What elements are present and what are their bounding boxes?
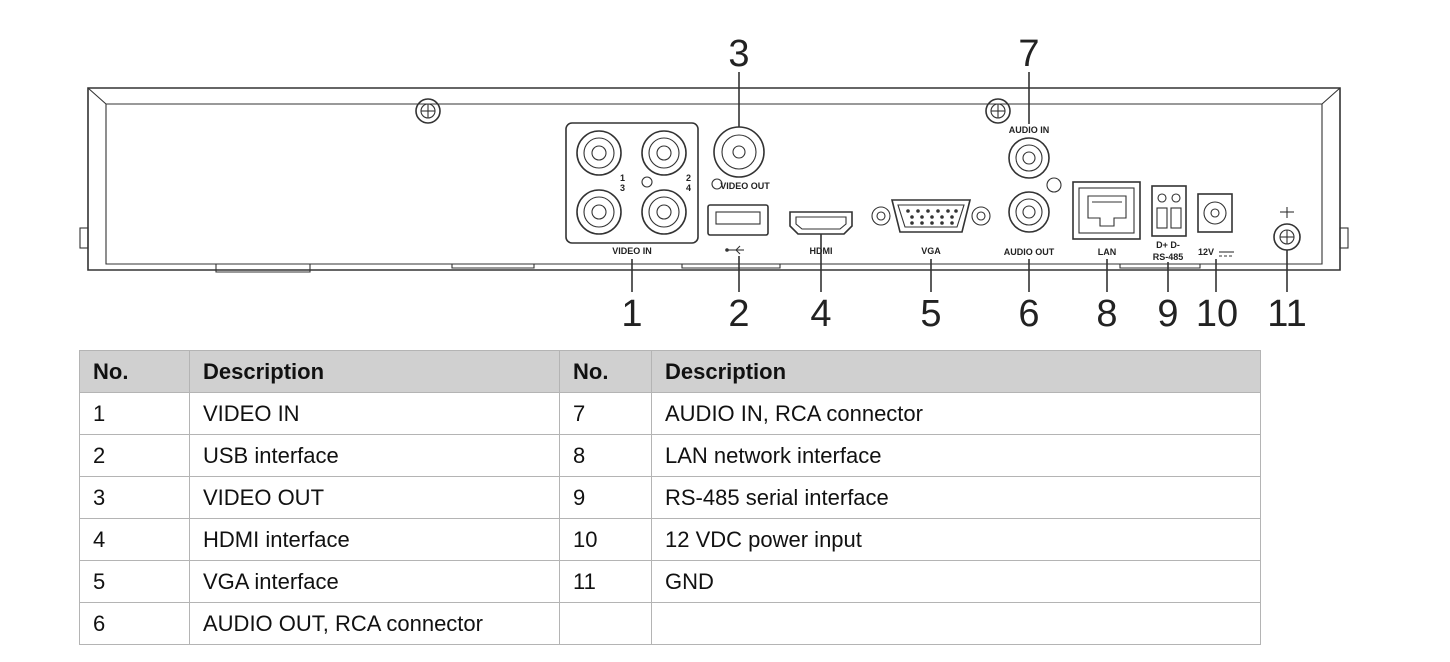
- bnc-connector-icon: [641, 189, 687, 235]
- cell-description: GND: [651, 560, 1261, 603]
- channel-label-1: 1: [620, 173, 625, 183]
- cell-description: 12 VDC power input: [651, 518, 1261, 561]
- lan-label: LAN: [1098, 247, 1117, 257]
- rs485-label: RS-485: [1153, 252, 1184, 262]
- cell-no: 7: [559, 392, 652, 435]
- cell-no: 10: [559, 518, 652, 561]
- screw-icon: [415, 98, 441, 124]
- audio-in-label: AUDIO IN: [1009, 125, 1050, 135]
- header-no: No.: [559, 350, 652, 393]
- callout-lines: [631, 72, 1288, 292]
- cell-no: 2: [79, 434, 190, 477]
- callout-2: 2: [728, 293, 749, 335]
- video-in-label: VIDEO IN: [612, 246, 652, 256]
- usb-icon: [725, 245, 744, 255]
- video-out-label: VIDEO OUT: [720, 181, 770, 191]
- cell-no: 8: [559, 434, 652, 477]
- callout-3: 3: [728, 33, 749, 75]
- rca-connector-icon: [1008, 137, 1050, 179]
- power-port: 12V: [1197, 193, 1234, 257]
- audio-in-port: AUDIO IN: [1008, 125, 1062, 193]
- rear-panel-diagram: 1 3 2 4 VIDEO IN VIDEO OUT HDMI: [79, 33, 1349, 335]
- channel-label-3: 3: [620, 183, 625, 193]
- table-row: 6 AUDIO OUT, RCA connector: [79, 602, 1261, 645]
- bnc-connector-icon: [713, 126, 765, 178]
- cell-description: AUDIO OUT, RCA connector: [189, 602, 560, 645]
- table-row: 4 HDMI interface 10 12 VDC power input: [79, 518, 1261, 561]
- cell-description: HDMI interface: [189, 518, 560, 561]
- table-row: 2 USB interface 8 LAN network interface: [79, 434, 1261, 477]
- usb-port: [707, 204, 769, 255]
- cell-description: VIDEO IN: [189, 392, 560, 435]
- channel-label-4: 4: [686, 183, 691, 193]
- table-row: 5 VGA interface 11 GND: [79, 560, 1261, 603]
- audio-out-port: AUDIO OUT: [1004, 191, 1055, 257]
- table-header-row: No. Description No. Description: [79, 350, 1261, 393]
- cell-description: [651, 602, 1261, 645]
- video-in-port-group: 1 3 2 4 VIDEO IN: [565, 122, 699, 256]
- cell-description: LAN network interface: [651, 434, 1261, 477]
- chassis-outline: [79, 87, 1349, 273]
- cell-no: 1: [79, 392, 190, 435]
- bnc-connector-icon: [641, 130, 687, 176]
- power-label: 12V: [1198, 247, 1214, 257]
- cell-no: 9: [559, 476, 652, 519]
- ground-screw-icon: [641, 176, 653, 188]
- screw-icon: [985, 98, 1011, 124]
- lan-port: LAN: [1072, 181, 1141, 257]
- port-description-table: No. Description No. Description 1 VIDEO …: [79, 350, 1261, 645]
- callout-7: 7: [1018, 33, 1039, 75]
- cell-description: VGA interface: [189, 560, 560, 603]
- header-no: No.: [79, 350, 190, 393]
- cell-no: 4: [79, 518, 190, 561]
- channel-label-2: 2: [686, 173, 691, 183]
- table-row: 3 VIDEO OUT 9 RS-485 serial interface: [79, 476, 1261, 519]
- table-row: 1 VIDEO IN 7 AUDIO IN, RCA connector: [79, 392, 1261, 435]
- callout-1: 1: [621, 293, 642, 335]
- cell-no: 6: [79, 602, 190, 645]
- ground-screw-icon: [1046, 177, 1062, 193]
- cell-description: VIDEO OUT: [189, 476, 560, 519]
- callout-10: 10: [1196, 293, 1238, 335]
- callout-4: 4: [810, 293, 831, 335]
- callout-8: 8: [1096, 293, 1117, 335]
- callout-9: 9: [1157, 293, 1178, 335]
- cell-no: [559, 602, 652, 645]
- ground-symbol-icon: [1280, 207, 1294, 218]
- cell-description: AUDIO IN, RCA connector: [651, 392, 1261, 435]
- video-out-port: VIDEO OUT: [711, 126, 770, 191]
- callout-11: 11: [1267, 293, 1306, 335]
- rs485-pins-label: D+ D-: [1156, 240, 1180, 250]
- vga-port: VGA: [871, 199, 991, 256]
- bnc-connector-icon: [576, 189, 622, 235]
- cell-no: 11: [559, 560, 652, 603]
- bnc-connector-icon: [576, 130, 622, 176]
- cell-description: USB interface: [189, 434, 560, 477]
- rs485-port: D+ D- RS-485: [1151, 185, 1187, 262]
- ground-screw-icon: [711, 178, 723, 190]
- gnd-terminal: [1273, 207, 1301, 251]
- cell-no: 5: [79, 560, 190, 603]
- callout-6: 6: [1018, 293, 1039, 335]
- cell-no: 3: [79, 476, 190, 519]
- audio-out-label: AUDIO OUT: [1004, 247, 1055, 257]
- cell-description: RS-485 serial interface: [651, 476, 1261, 519]
- vga-label: VGA: [921, 246, 941, 256]
- header-description: Description: [189, 350, 560, 393]
- callout-5: 5: [920, 293, 941, 335]
- rca-connector-icon: [1008, 191, 1050, 233]
- header-description: Description: [651, 350, 1261, 393]
